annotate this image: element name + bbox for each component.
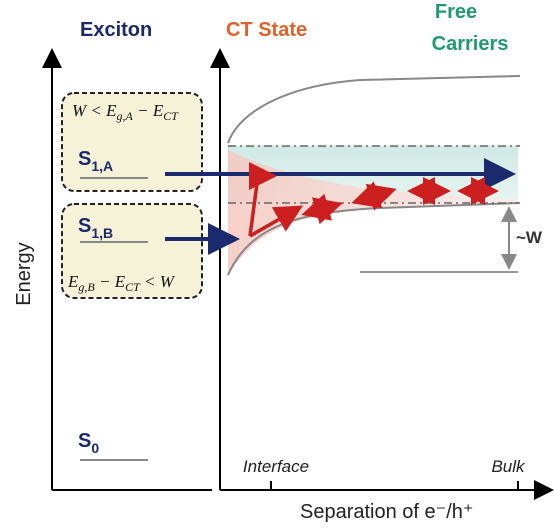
upper-condition: W < Eg,A − ECT bbox=[72, 101, 179, 123]
s1b-label: S1,B bbox=[78, 215, 113, 241]
free-carriers-header-line1: Free bbox=[435, 1, 477, 23]
upper-band-curve bbox=[227, 75, 521, 144]
ct-state-header: CT State bbox=[226, 19, 307, 41]
s1a-box bbox=[61, 92, 203, 192]
ct-hop-arrow bbox=[249, 205, 304, 238]
lower-condition: Eg,B − ECT < W bbox=[67, 272, 176, 294]
interface-tick-label: Interface bbox=[243, 457, 309, 476]
ct-relaxation-arrow bbox=[248, 162, 277, 237]
free-carriers-header-line2: Carriers bbox=[432, 33, 509, 55]
y-axis-label: Energy bbox=[13, 242, 35, 305]
bulk-tick-label: Bulk bbox=[491, 457, 526, 476]
s1b-box bbox=[61, 203, 203, 299]
x-axis-label: Separation of e⁻/h⁺ bbox=[300, 501, 473, 523]
s0-label: S0 bbox=[78, 430, 99, 456]
exciton-header: Exciton bbox=[80, 19, 152, 41]
carrier-hop-arrow-2 bbox=[351, 181, 397, 211]
s1a-label: S1,A bbox=[78, 148, 113, 174]
carrier-hop-arrow-1 bbox=[301, 193, 343, 225]
width-label: ~W bbox=[516, 228, 543, 247]
ct-state-band bbox=[228, 150, 518, 275]
